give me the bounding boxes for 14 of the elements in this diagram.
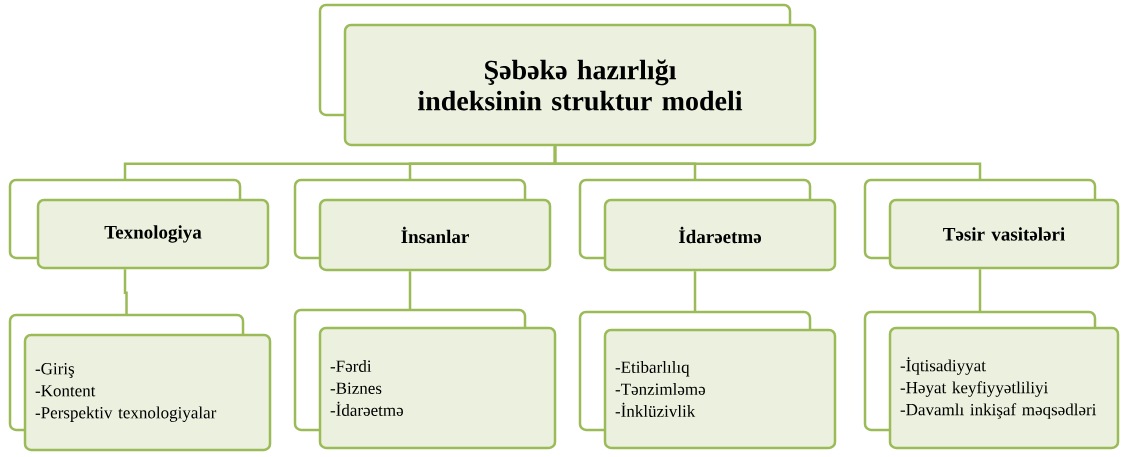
connector-line bbox=[408, 271, 412, 310]
title-box: Şəbəkə hazırlığı indeksinin struktur modeli bbox=[343, 23, 817, 147]
detail-box: -Etibarlılıq -Tənzimləmə -İnklüzivlik bbox=[603, 328, 837, 450]
category-box: Texnologiya bbox=[36, 198, 270, 270]
category-box: Təsir vasitələri bbox=[888, 198, 1120, 270]
category-box: İnsanlar bbox=[318, 198, 552, 272]
detail-box: -Giriş -Kontent -Perspektiv texnologiyalar bbox=[23, 333, 272, 452]
connector-line bbox=[693, 271, 697, 312]
connector-line bbox=[123, 269, 128, 315]
connector-line bbox=[553, 146, 982, 180]
detail-box: -Fərdi -Biznes -İdarəetmə bbox=[318, 326, 557, 450]
detail-box: -İqtisadiyyat -Həyat keyfiyyətliliyi -Davamlı inkişaf məqsədləri bbox=[888, 326, 1120, 450]
connector-line bbox=[978, 269, 982, 312]
category-box: İdarəetmə bbox=[603, 198, 837, 272]
